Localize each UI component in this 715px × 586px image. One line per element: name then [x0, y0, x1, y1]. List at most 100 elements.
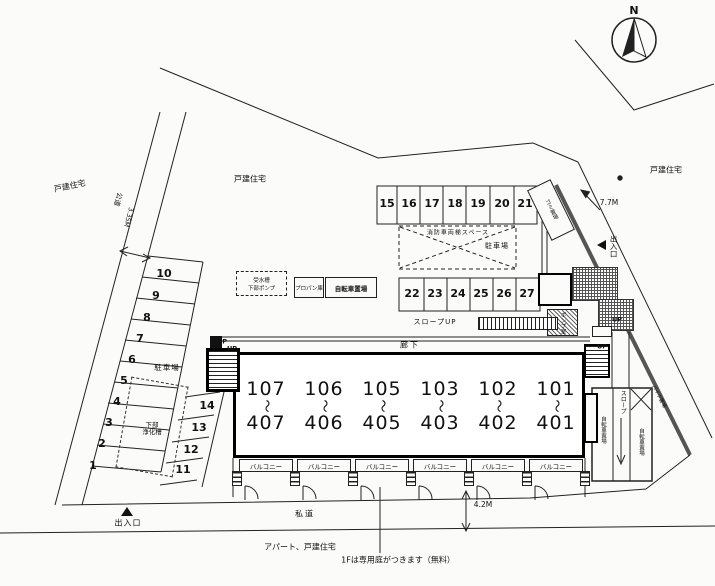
corridor-label: 廊下 — [400, 340, 420, 350]
propane-box: プロパン庫 — [294, 277, 324, 298]
stall-number: 22 — [404, 286, 420, 300]
garden-step — [406, 471, 416, 486]
up-label: UP — [596, 342, 608, 351]
east-entrance-label: 出入口 — [609, 234, 619, 258]
stall-number: 2 — [98, 436, 106, 450]
east-entrance-arrow-icon — [597, 240, 606, 250]
garden-gate-arcs — [244, 485, 549, 500]
garden-step — [580, 471, 590, 486]
balcony-label: バルコニー — [529, 459, 583, 472]
unit-cell-107: 107 〜 407 — [237, 356, 295, 456]
stall-number: 25 — [473, 286, 489, 300]
private-road-label: 私道 — [295, 509, 315, 519]
stall-number: 27 — [519, 286, 535, 300]
bicycle-vertical-label: 自転車置場 — [600, 416, 607, 444]
bicycle-box-label: 自転車置場 — [334, 284, 368, 293]
balcony-label: バルコニー — [239, 459, 293, 472]
building-outline — [233, 352, 585, 458]
garden-step — [464, 471, 474, 486]
stall-number: 9 — [152, 288, 160, 302]
bicycle-box: 自転車置場 — [325, 277, 377, 298]
balcony-label: バルコニー — [413, 459, 467, 472]
unit-cell-102: 102 〜 402 — [469, 356, 527, 456]
up-label: UP — [226, 344, 238, 353]
garbage-label: ゴミ置場 — [543, 198, 559, 222]
stall-number: 8 — [143, 310, 151, 324]
water-tank-line2: 下部ポンプ — [247, 285, 276, 292]
unit-bottom-number: 403 — [420, 412, 460, 434]
stall-number: 4 — [113, 394, 121, 408]
entrance-path-hatch — [572, 267, 618, 301]
parking-label-left: 駐車場 — [154, 362, 180, 372]
stall-number: 3 — [105, 415, 113, 429]
unit-top-number: 106 — [304, 378, 344, 400]
unit-tilde: 〜 — [490, 399, 506, 413]
unit-bottom-number: 402 — [478, 412, 518, 434]
unit-bottom-number: 407 — [246, 412, 286, 434]
garden-step — [348, 471, 358, 486]
unit-tilde: 〜 — [258, 399, 274, 413]
stall-number: 13 — [191, 420, 207, 434]
stall-number: 11 — [175, 462, 191, 476]
unit-tilde: 〜 — [548, 399, 564, 413]
stall-number: 6 — [128, 352, 136, 366]
stall-number: 7 — [136, 331, 144, 345]
utility-room — [538, 273, 572, 306]
unit-cell-105: 105 〜 405 — [353, 356, 411, 456]
unit-bottom-number: 406 — [304, 412, 344, 434]
west-stairs — [206, 348, 240, 392]
water-tank-box: 受水槽 下部ポンプ — [236, 271, 287, 296]
stall-number: 14 — [199, 398, 215, 412]
east-stairs — [584, 344, 610, 378]
neighbor-label-top: 戸建住宅 — [234, 174, 266, 184]
unit-top-number: 105 — [362, 378, 402, 400]
bicycle-vertical-label: 自転車置場 — [638, 428, 645, 456]
stall-number: 19 — [470, 196, 486, 210]
unit-bottom-number: 401 — [536, 412, 576, 434]
septic-tank-label: 下部 浄化槽 — [142, 420, 162, 436]
north-arrow-icon — [611, 17, 657, 63]
unit-top-number: 101 — [536, 378, 576, 400]
unit-cell-101: 101 〜 401 — [527, 356, 585, 456]
east-road-width: 7.7M — [599, 197, 619, 207]
south-clearance-dim: 4.2M — [473, 499, 493, 509]
south-entrance-label: 出入口 — [114, 518, 142, 528]
garden-step — [522, 471, 532, 486]
stall-number: 20 — [494, 196, 510, 210]
slope-label: スロープ — [619, 390, 627, 414]
propane-label: プロパン庫 — [295, 285, 323, 292]
unit-tilde: 〜 — [432, 399, 448, 413]
stall-number: 12 — [183, 442, 199, 456]
unit-tilde: 〜 — [316, 399, 332, 413]
stair-landing — [592, 326, 612, 337]
ramp — [478, 317, 558, 330]
west-stair-landing — [210, 336, 222, 348]
stall-number: 23 — [427, 286, 443, 300]
stall-number: 10 — [156, 266, 172, 280]
stall-number: 5 — [120, 373, 128, 387]
stall-number: 1 — [89, 458, 97, 472]
north-label: N — [629, 3, 639, 17]
garden-step — [290, 471, 300, 486]
unit-top-number: 107 — [246, 378, 286, 400]
balcony-label: バルコニー — [471, 459, 525, 472]
slope-up-label: スロープUP — [413, 318, 457, 327]
neighbor-label-right: 戸建住宅 — [650, 165, 682, 175]
fire-space-label: 消防車両梯スペース — [426, 229, 490, 237]
up-label: UP — [216, 337, 228, 346]
unit-bottom-number: 405 — [362, 412, 402, 434]
stall-number: 15 — [379, 196, 395, 210]
garden-note: 1Fは専用庭がつきます（無料） — [341, 555, 455, 565]
stall-number: 26 — [496, 286, 512, 300]
east-wall-meter-box — [584, 393, 598, 443]
water-tank-line1: 受水槽 — [253, 277, 270, 284]
pump-room-label: ポンプ室 — [559, 311, 566, 334]
south-entrance-arrow-icon — [121, 507, 133, 516]
stall-number: 24 — [450, 286, 466, 300]
stall-number: 21 — [517, 196, 533, 210]
unit-top-number: 103 — [420, 378, 460, 400]
unit-cell-103: 103 〜 403 — [411, 356, 469, 456]
neighbor-label-bottom: アパート、戸建住宅 — [264, 542, 336, 552]
unit-top-number: 102 — [478, 378, 518, 400]
